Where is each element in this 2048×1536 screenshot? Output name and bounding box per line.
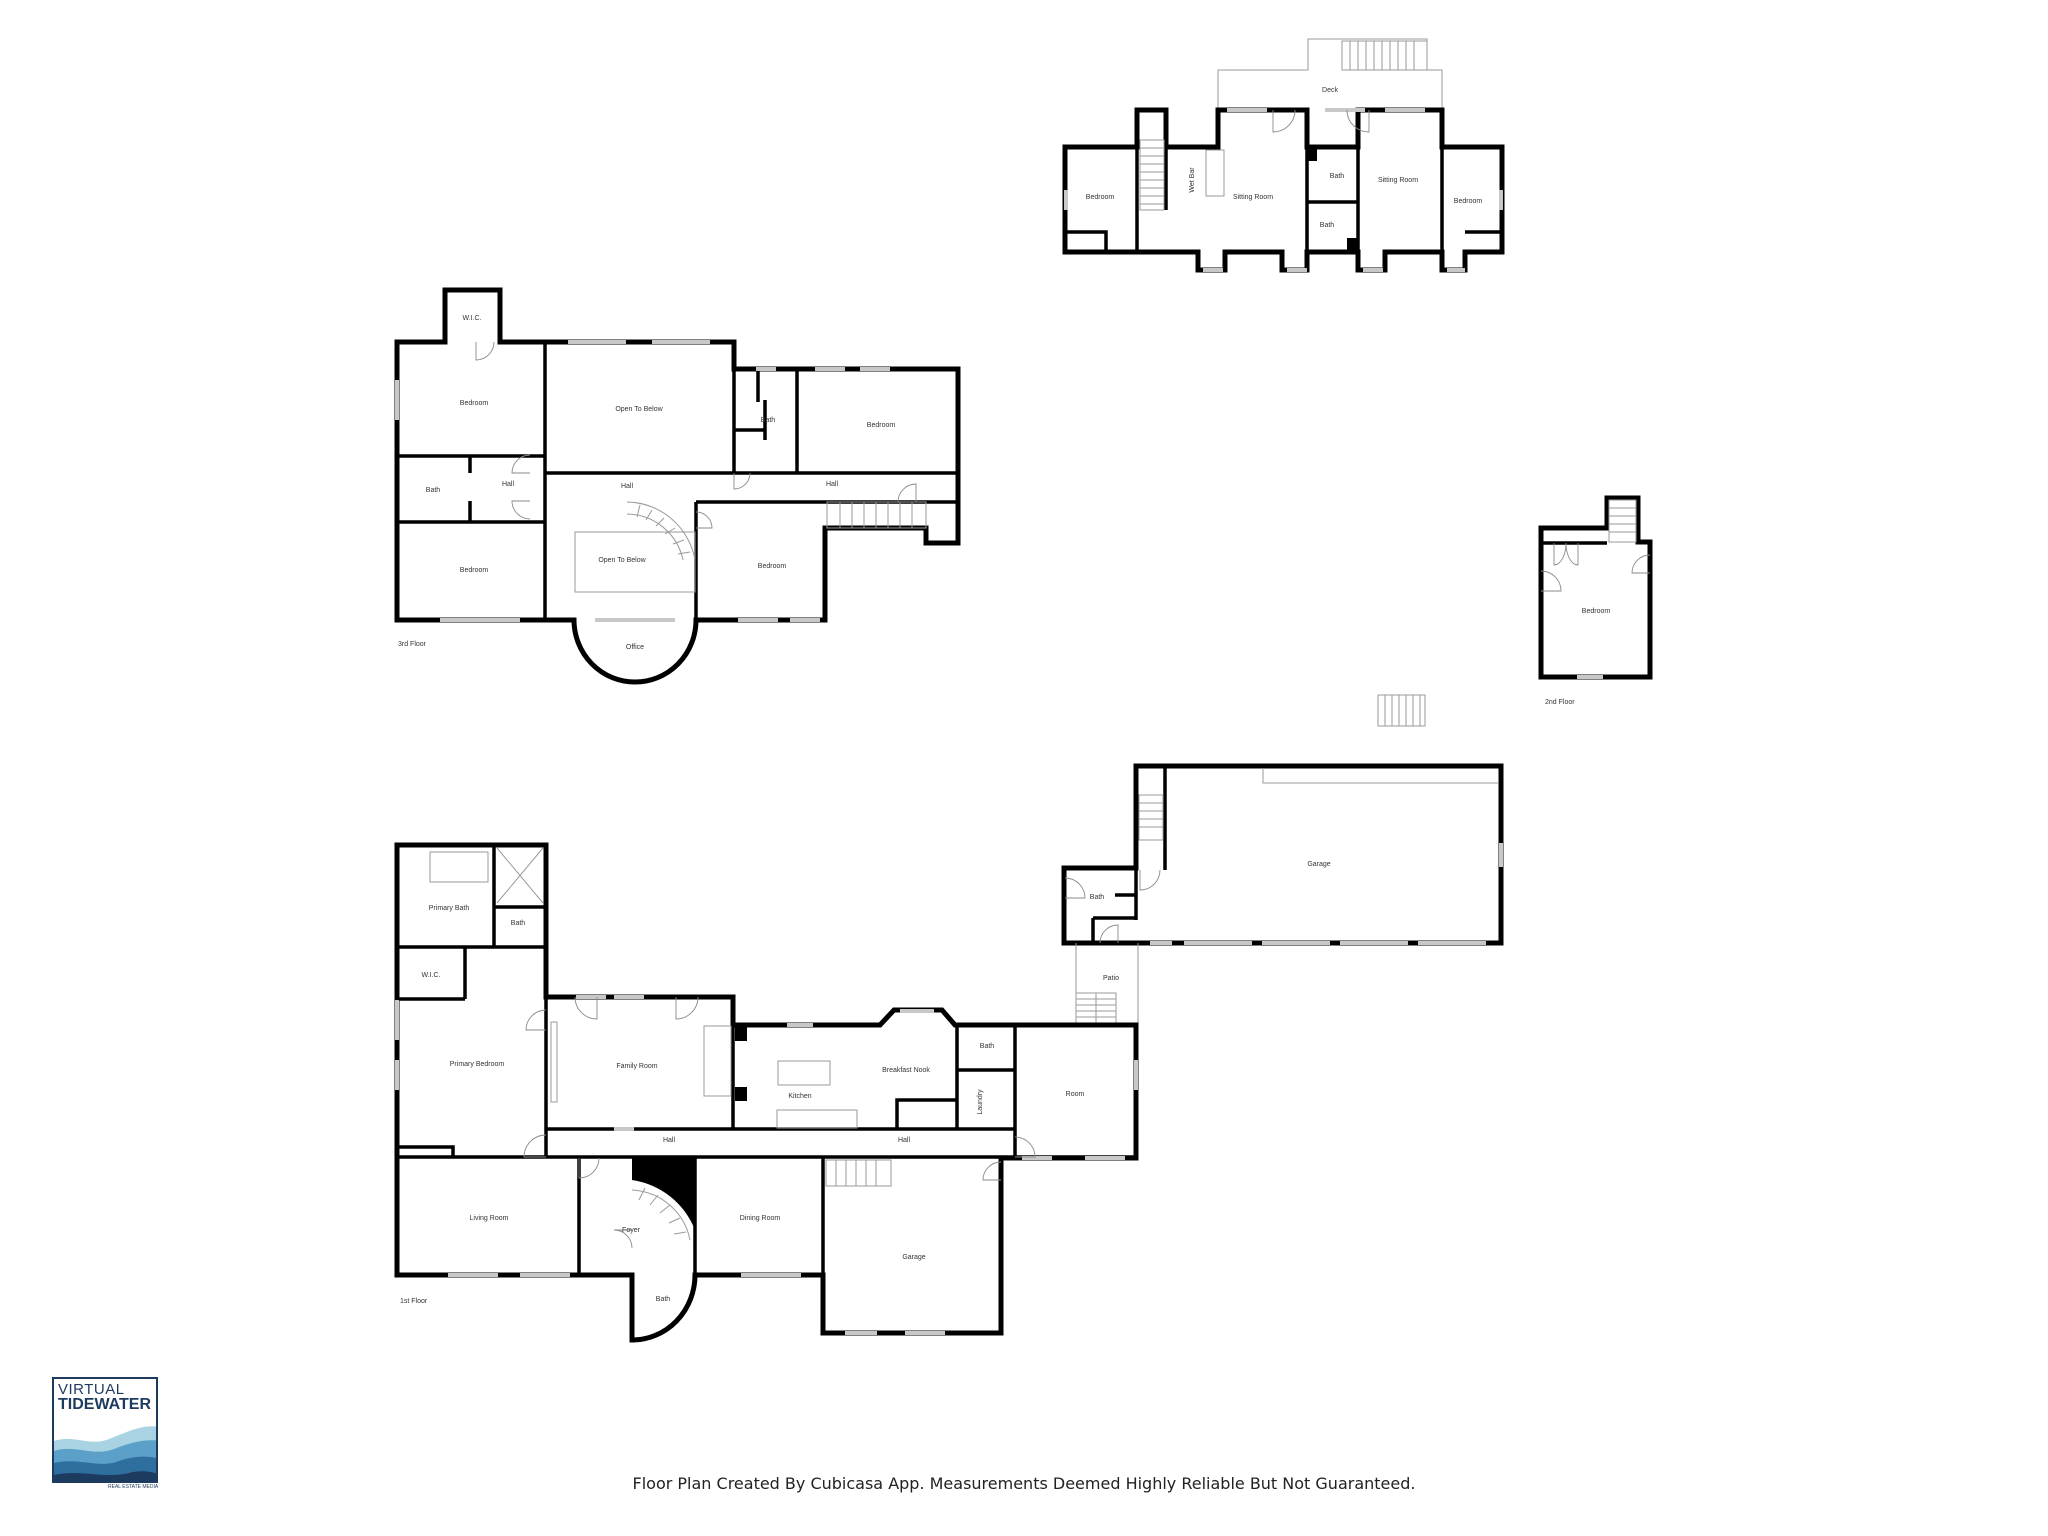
- patio-outline: [1075, 943, 1139, 1025]
- room-label-garage: Garage: [1307, 861, 1330, 868]
- floor-label: 1st Floor: [400, 1298, 428, 1305]
- logo-line-2: TIDEWATER: [58, 1396, 152, 1413]
- foyer-curved-stair: [631, 1187, 691, 1241]
- room-label-living-room: Living Room: [470, 1215, 509, 1222]
- floor-2-plan: Bedroom 2nd Floor: [1377, 495, 1653, 727]
- room-label-sitting-room: Sitting Room: [1233, 194, 1273, 201]
- room-label-family-room: Family Room: [616, 1063, 657, 1070]
- room-label-breakfast-nook: Breakfast Nook: [882, 1067, 930, 1074]
- room-label-primary-bath: Primary Bath: [429, 905, 470, 912]
- room-label-bedroom: Bedroom: [1454, 198, 1483, 205]
- kitchen-island: [777, 1060, 831, 1086]
- deck-railing: [1217, 38, 1443, 110]
- floor-1-outline: [394, 842, 1139, 1343]
- room-label-foyer: Foyer: [622, 1227, 641, 1234]
- room-label-wet-bar: Wet Bar: [1189, 167, 1196, 193]
- open-to-below-opening: [574, 531, 696, 593]
- room-label-hall: Hall: [826, 481, 839, 488]
- room-label-garage: Garage: [902, 1254, 925, 1261]
- room-label-bath: Bath: [656, 1296, 671, 1303]
- floor-1-plan: Primary Bath Bath W.I.C. Primary Bedroom…: [394, 763, 1504, 1343]
- room-label-bath: Bath: [1330, 173, 1345, 180]
- floor-2-stairs: [1608, 499, 1637, 543]
- room-label-deck: Deck: [1322, 87, 1338, 94]
- room-label-bedroom: Bedroom: [1582, 608, 1611, 615]
- room-label-hall: Hall: [898, 1137, 911, 1144]
- floor-label: 3rd Floor: [398, 641, 427, 648]
- room-label-open-to-below: Open To Below: [615, 406, 663, 413]
- room-label-office: Office: [626, 644, 644, 651]
- room-label-bedroom: Bedroom: [758, 563, 787, 570]
- curved-stair: [626, 501, 696, 561]
- room-label-hall: Hall: [621, 483, 634, 490]
- room-label-bath: Bath: [1320, 222, 1335, 229]
- logo-tagline: REAL ESTATE MEDIA: [108, 1484, 159, 1490]
- floor-4-plan: Deck Bedroom Wet Bar Sitting Room Bath B…: [1062, 38, 1505, 273]
- floor-label: 2nd Floor: [1545, 699, 1575, 706]
- room-label-primary-bedroom: Primary Bedroom: [450, 1061, 505, 1068]
- room-label-bath: Bath: [1090, 894, 1105, 901]
- room-label-room: Room: [1066, 1091, 1085, 1098]
- room-label-patio: Patio: [1103, 975, 1119, 982]
- room-label-kitchen: Kitchen: [788, 1093, 811, 1100]
- detached-stairs: [1377, 694, 1426, 727]
- room-label-sitting-room: Sitting Room: [1378, 177, 1418, 184]
- patio-stairs: [1075, 992, 1117, 1025]
- room-label-laundry: Laundry: [977, 1089, 984, 1115]
- room-label-dining-room: Dining Room: [740, 1215, 781, 1222]
- room-label-open-to-below: Open To Below: [598, 557, 646, 564]
- bathtub: [429, 851, 489, 883]
- garage-stairs: [1138, 794, 1164, 841]
- logo-waves-icon: [54, 1426, 156, 1481]
- room-label-bath: Bath: [761, 417, 776, 424]
- floor-3-plan: W.I.C. Bedroom Open To Below Bath Bedroo…: [394, 287, 961, 685]
- virtual-tidewater-logo: VIRTUAL TIDEWATER: [52, 1377, 158, 1483]
- room-label-hall: Hall: [502, 481, 515, 488]
- floor-4-stairs: [1139, 139, 1165, 211]
- room-label-bedroom: Bedroom: [867, 422, 896, 429]
- foyer-stair-wall: [632, 1158, 695, 1230]
- floor-3-stairs: [826, 501, 927, 529]
- room-label-bath: Bath: [426, 487, 441, 494]
- hall-stairs: [825, 1159, 892, 1187]
- footer-disclaimer: Floor Plan Created By Cubicasa App. Meas…: [632, 1474, 1416, 1493]
- room-label-wic: W.I.C.: [462, 315, 481, 322]
- floor-3-outline: [394, 287, 961, 685]
- floor-2-outline: [1538, 495, 1653, 680]
- room-label-bath: Bath: [511, 920, 526, 927]
- room-label-bedroom: Bedroom: [1086, 194, 1115, 201]
- room-label-hall: Hall: [663, 1137, 676, 1144]
- deck-stairs: [1341, 40, 1428, 71]
- room-label-bedroom: Bedroom: [460, 567, 489, 574]
- room-label-bath: Bath: [980, 1043, 995, 1050]
- room-label-bedroom: Bedroom: [460, 400, 489, 407]
- room-label-wic: W.I.C.: [421, 972, 440, 979]
- floor-4-outline: [1062, 107, 1505, 273]
- logo-line-1: VIRTUAL: [58, 1381, 125, 1398]
